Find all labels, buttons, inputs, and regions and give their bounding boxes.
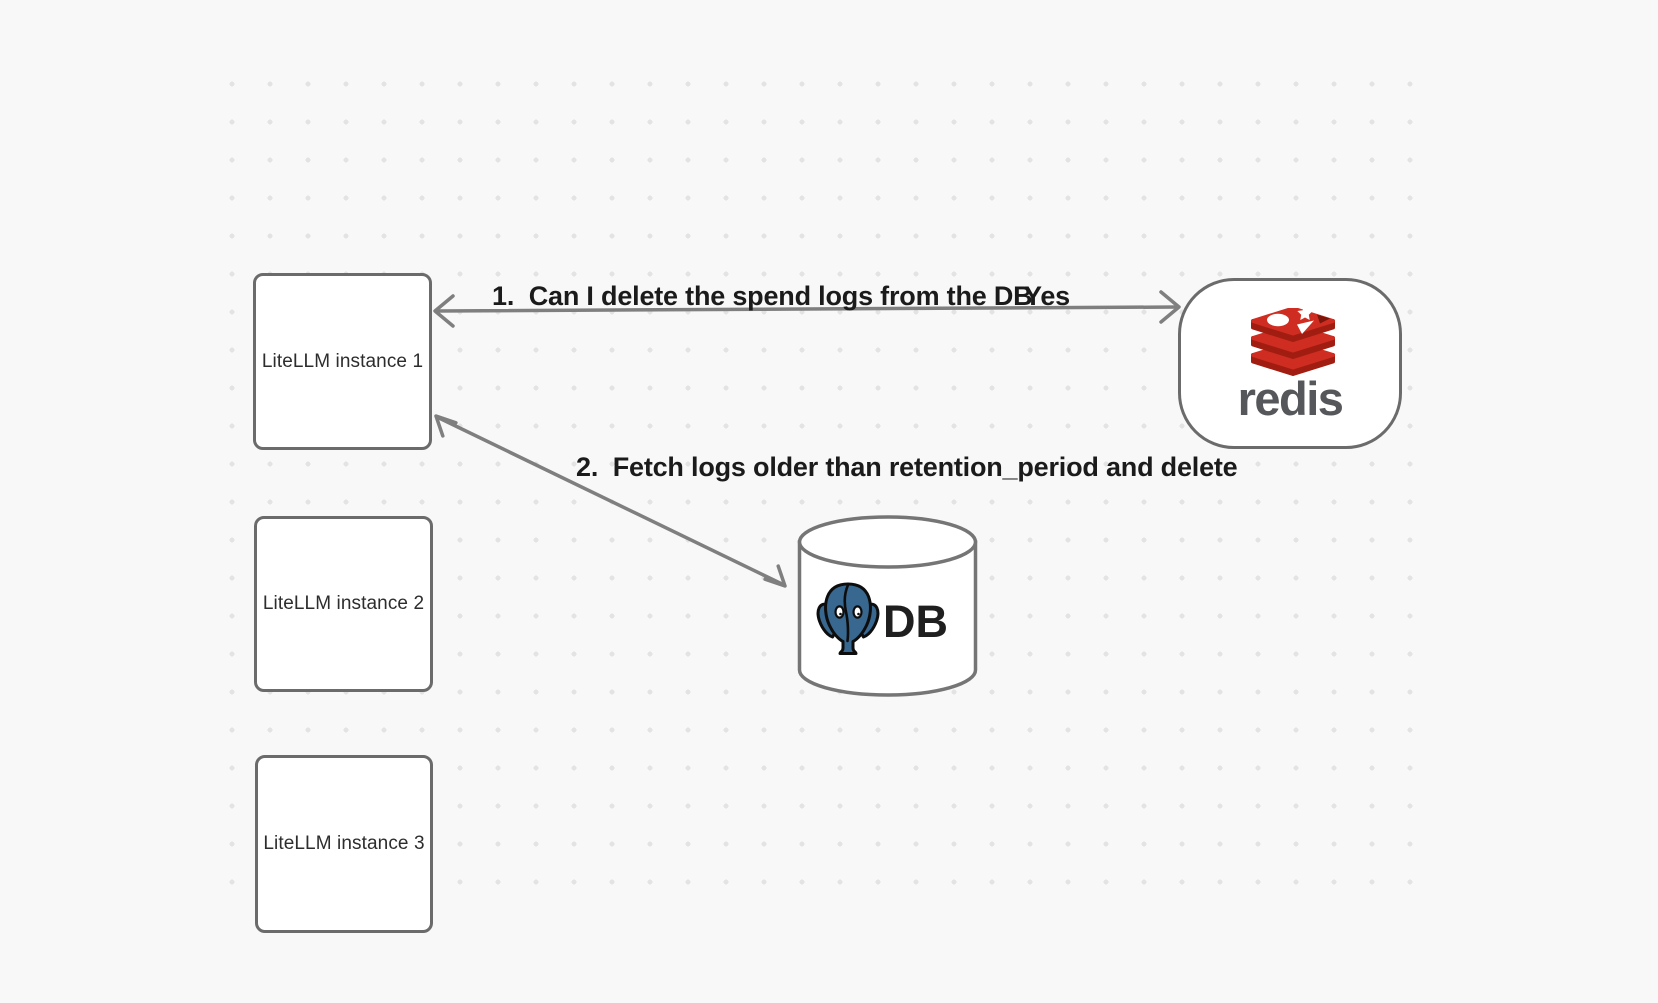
postgresql-elephant-icon: [816, 582, 880, 655]
node-litellm-instance-2: LiteLLM instance 2: [254, 516, 433, 692]
arrow-1-label: 1. Can I delete the spend logs from the …: [492, 281, 1033, 311]
arrow-1-response-yes: Yes: [1024, 281, 1070, 311]
dot-grid-background: [213, 65, 1415, 887]
redis-wordmark: redis: [1237, 372, 1344, 425]
litellm-instance-2-label: LiteLLM instance 2: [262, 593, 425, 614]
redis-logo-icon: [1251, 308, 1335, 376]
arrow-2-label: 2. Fetch logs older than retention_perio…: [576, 452, 1238, 482]
db-label: DB: [883, 596, 948, 647]
litellm-instance-3-label: LiteLLM instance 3: [263, 833, 425, 854]
node-litellm-instance-3: LiteLLM instance 3: [255, 755, 433, 933]
database-cylinder-shape: [797, 515, 978, 697]
arrow-litellm-redis: [433, 290, 1181, 328]
node-litellm-instance-1: LiteLLM instance 1: [253, 273, 432, 450]
node-database: DB: [796, 515, 979, 697]
arrow-litellm-db: [434, 414, 787, 588]
node-redis: redis: [1178, 278, 1402, 449]
litellm-instance-1-label: LiteLLM instance 1: [261, 350, 424, 372]
